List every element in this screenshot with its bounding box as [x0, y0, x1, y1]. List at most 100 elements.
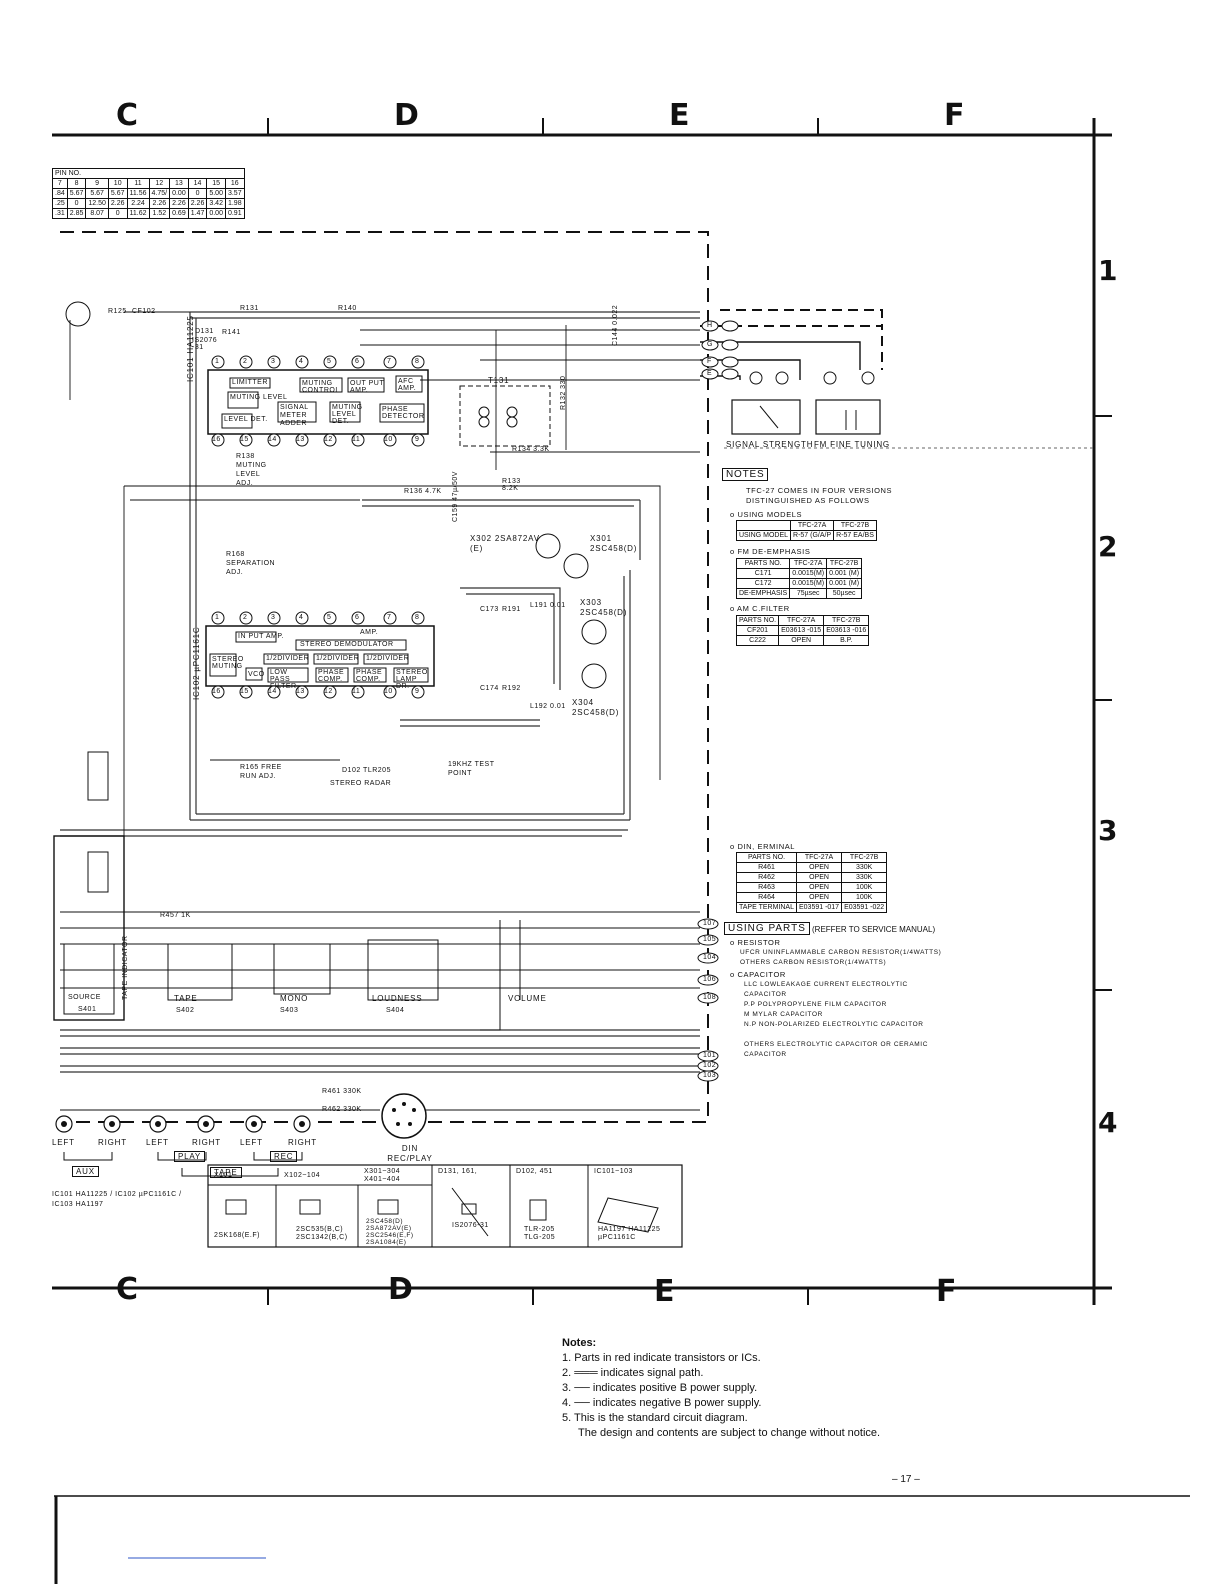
table-cell: E03591 -022	[841, 902, 888, 913]
table-cell: 0.001 (M)	[826, 568, 863, 579]
s404-label: S404	[386, 1007, 405, 1014]
ic101-pin: 5	[327, 358, 332, 365]
table-cell: TFC-27A	[795, 852, 843, 863]
notes-tfc-title: NOTES	[722, 468, 769, 481]
table-cell	[735, 520, 792, 531]
r136-label: R136 4.7K	[404, 488, 442, 495]
table-cell: 330K	[841, 872, 888, 883]
r462-label: R462 330K	[322, 1106, 362, 1113]
legend-x301-part: 2SC458(D) 2SA872AV(E) 2SC2546(E,F) 2SA10…	[366, 1218, 414, 1246]
legend-d102-part: TLR-205 TLG-205	[524, 1226, 556, 1241]
r133-label: R133 8.2K	[502, 478, 521, 492]
ic102-block: 1/2DIVIDER	[266, 655, 310, 662]
pin-table-cell: 13	[169, 178, 189, 189]
ic101-block: LEVEL DET.	[224, 416, 268, 423]
ic102-block: AMP.	[360, 629, 379, 636]
ic102-block: 1/2DIVIDER	[316, 655, 360, 662]
l192-label: L192 0.01	[530, 703, 566, 710]
r191-label: R191	[502, 606, 521, 613]
r168-label: R168 SEPARATION ADJ.	[226, 551, 276, 576]
am-cfilter-title: o AM C.FILTER	[730, 604, 790, 613]
table-cell: B.P.	[823, 635, 870, 646]
stereo-radar-label: STEREO RADAR	[330, 780, 392, 787]
r461-label: R461 330K	[322, 1088, 362, 1095]
pin-table-cell: 8.07	[85, 208, 109, 219]
legend-ic101-part: HA1197 HA11225 µPC1161C	[598, 1226, 661, 1241]
notes-item: 4. ── indicates negative B power supply.	[562, 1397, 762, 1409]
table-cell: E03613 -015	[778, 625, 825, 636]
ic102-label: IC102 µPC1161C	[192, 626, 201, 700]
ic102-pin: 1	[215, 614, 220, 621]
ic-list: IC101 HA11225 / IC102 µPC1161C / IC103 H…	[52, 1191, 182, 1208]
fm-deemphasis-title: o FM DE-EMPHASIS	[730, 547, 811, 556]
table-cell: OPEN	[778, 635, 825, 646]
pin-table-cell: 9	[85, 178, 109, 189]
ic101-pin: 4	[299, 358, 304, 365]
pin-table-cell: 1.52	[148, 208, 171, 219]
table-cell: R463	[736, 882, 797, 893]
fm-fine-tuning-label: FM FINE TUNING	[814, 440, 890, 449]
column-label-d-bottom: D	[388, 1272, 413, 1307]
ic102-pin: 14	[268, 688, 277, 695]
rec-label: REC	[270, 1151, 298, 1162]
legend-x101-head: X101	[214, 1172, 233, 1179]
ic101-pin: 11	[352, 436, 361, 443]
pin-table-cell: 11.56	[126, 188, 150, 199]
pin-table-cell: 2.24	[126, 198, 150, 209]
r134-label: R134 3.3K	[512, 446, 550, 453]
d102-label: D102 TLR205	[342, 767, 391, 774]
jack-right-aux: RIGHT	[98, 1138, 127, 1147]
legend-x101-part: 2SK168(E.F)	[214, 1232, 260, 1239]
legend-x301-head: X301~304 X401~404	[364, 1168, 401, 1183]
row-label-1: 1	[1098, 254, 1118, 287]
pin-table-cell: .25	[52, 198, 68, 209]
s401-label: S401	[78, 1006, 97, 1013]
pin-table-cell: 0.00	[206, 208, 226, 219]
ic102-block: 1/2DIVIDER	[366, 655, 410, 662]
pin-table-cell: 2.26	[148, 198, 171, 209]
pin-table-cell: 0.91	[224, 208, 245, 219]
r132-label: R132 330	[560, 375, 567, 410]
pin-table-cell: 11	[126, 178, 150, 189]
pin-table-cell: 14	[187, 178, 208, 189]
table-cell: 100K	[841, 882, 888, 893]
r140-label: R140	[338, 305, 357, 312]
ic101-block: OUT PUT AMP.	[350, 380, 384, 394]
notes-item: 5. This is the standard circuit diagram.	[562, 1412, 748, 1424]
ic101-pin: 16	[212, 436, 221, 443]
ic101-pin: 6	[355, 358, 360, 365]
tape-indicator-label: TAPE INDICATOR	[122, 935, 129, 1000]
pin-table-cell: 8	[66, 178, 87, 189]
using-parts-title: USING PARTS	[724, 922, 810, 935]
loudness-switch-label: LOUDNESS	[372, 994, 423, 1003]
mono-switch-label: MONO	[280, 994, 309, 1003]
ic102-block: PHASE COMP.	[318, 669, 345, 683]
table-cell: CF201	[735, 625, 780, 636]
ic101-pin: 12	[324, 436, 333, 443]
ic102-pin: 4	[299, 614, 304, 621]
aux-label: AUX	[72, 1166, 99, 1177]
ic101-pin: 14	[268, 436, 277, 443]
ic101-pin: 13	[296, 436, 305, 443]
tape-jack-label: TAPE	[210, 1167, 242, 1178]
pin-table-cell: 0	[187, 188, 208, 199]
legend-d131-part: IS2076-31	[452, 1222, 489, 1229]
table-cell: TFC-27A	[789, 558, 828, 569]
ic102-block: LOW PASS FILTER	[270, 669, 297, 690]
terminal-108: 108	[703, 994, 717, 1001]
column-label-c-bottom: C	[116, 1272, 139, 1307]
din-label: DIN REC/PLAY	[387, 1144, 433, 1163]
ic102-pin: 11	[352, 688, 361, 695]
table-cell: 100K	[841, 892, 888, 903]
ic101-block: SIGNAL METER ADDER	[280, 404, 309, 427]
is2076-label: IS2076 -31	[192, 337, 218, 351]
pin-table-cell: 15	[206, 178, 226, 189]
using-parts-line: o RESISTOR	[730, 938, 781, 947]
x304-label: X304 2SC458(D)	[572, 698, 620, 717]
pin-table-cell: 0.00	[169, 188, 189, 199]
table-cell: TFC-27A	[790, 520, 835, 531]
ic102-pin: 3	[271, 614, 276, 621]
